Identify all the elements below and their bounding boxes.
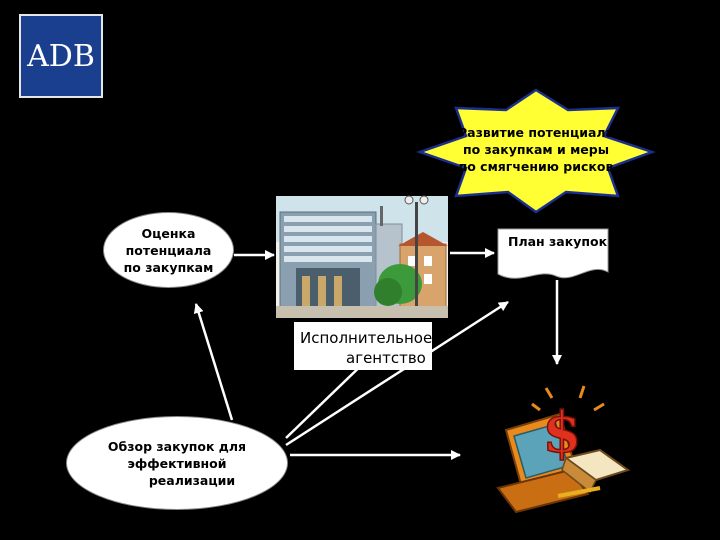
- computer-money-icon: $: [496, 385, 631, 514]
- arrow-review-to-plan: [285, 300, 509, 447]
- capacity-development-label: Развитие потенциала по закупкам и меры п…: [458, 125, 614, 174]
- assessment-label: Оценка потенциала по закупкам: [123, 225, 214, 275]
- review-node: Обзор закупок для эффективной реализации: [66, 416, 288, 510]
- agency-label-line1: Исполнительное: [300, 329, 433, 347]
- arrow-review-to-assessment: [193, 303, 234, 421]
- logo-text: ADB: [27, 38, 95, 74]
- adb-logo: ADB: [19, 14, 103, 98]
- assessment-node: Оценка потенциала по закупкам: [103, 212, 234, 288]
- dollar-icon: $: [543, 400, 582, 466]
- procurement-plan-label: План закупок: [508, 234, 608, 249]
- office-building-icon: [276, 195, 448, 318]
- review-label-line3: реализации: [148, 472, 236, 488]
- review-label-line2: эффективной: [127, 455, 227, 471]
- procurement-plan-document: [497, 228, 609, 279]
- capacity-burst-shape: [416, 88, 656, 214]
- executing-agency-box: Исполнительное агентство: [294, 322, 432, 370]
- agency-label-line2: агентство: [346, 349, 426, 367]
- review-label-line1: Обзор закупок для: [107, 438, 247, 454]
